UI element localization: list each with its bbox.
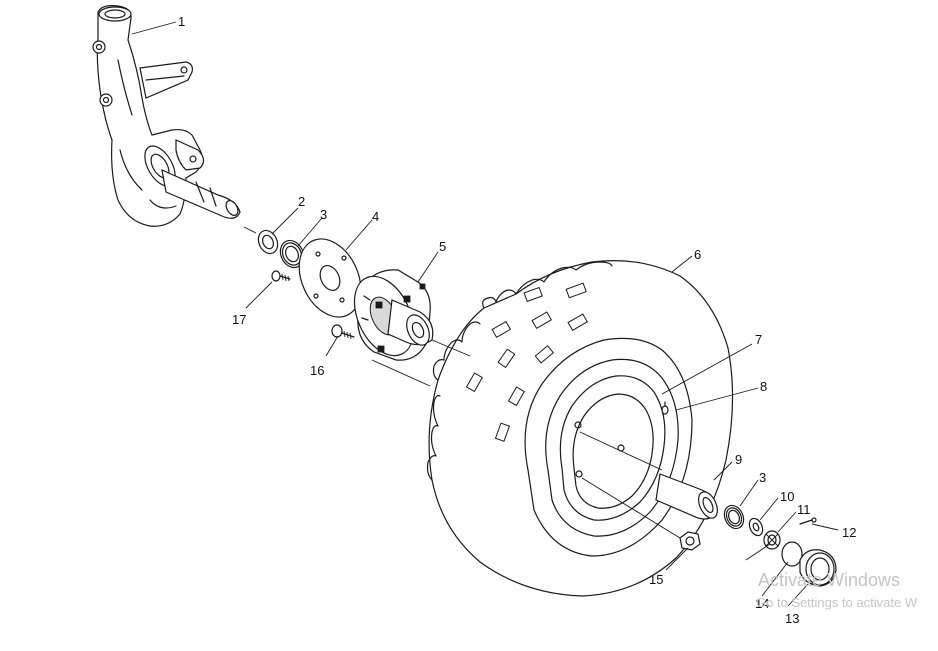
wheel-hub — [353, 269, 434, 361]
watermark-subtitle: Go to Settings to activate W — [756, 595, 918, 610]
callout-2: 2 — [298, 194, 305, 209]
callout-7: 7 — [755, 332, 762, 347]
callout-numbers: 1 2 3 4 5 6 7 8 9 3 10 11 12 13 14 15 16… — [178, 14, 856, 626]
o-ring — [781, 541, 803, 567]
callout-5: 5 — [439, 239, 446, 254]
callout-3-outer: 3 — [759, 470, 766, 485]
assembly-axis-lines — [243, 226, 681, 539]
callout-6: 6 — [694, 247, 701, 262]
callout-12: 12 — [842, 525, 856, 540]
lug-nut — [679, 531, 701, 551]
washer — [748, 517, 764, 537]
callout-10: 10 — [780, 489, 794, 504]
dust-cap — [799, 549, 837, 587]
callout-1: 1 — [178, 14, 185, 29]
wheel-rim — [545, 358, 679, 537]
brake-disc — [298, 238, 362, 318]
cotter-pin — [799, 517, 817, 525]
tire — [426, 260, 734, 597]
valve-stem — [661, 401, 669, 415]
callout-13: 13 — [785, 611, 799, 626]
callout-11: 11 — [797, 502, 811, 517]
callout-9: 9 — [735, 452, 742, 467]
grease-seal — [257, 229, 279, 255]
callout-16: 16 — [310, 363, 324, 378]
activation-watermark: Activate Windows Go to Settings to activ… — [756, 570, 918, 610]
callout-leaders — [131, 21, 839, 607]
disc-bolt — [271, 270, 291, 282]
callout-4: 4 — [372, 209, 379, 224]
steering-knuckle — [92, 5, 241, 227]
castle-nut — [763, 530, 781, 550]
outer-bearing — [723, 504, 745, 530]
inner-bearing — [279, 239, 305, 269]
watermark-title: Activate Windows — [758, 570, 900, 590]
callout-8: 8 — [760, 379, 767, 394]
callout-17: 17 — [232, 312, 246, 327]
callout-14: 14 — [755, 596, 769, 611]
callout-3-inner: 3 — [320, 207, 327, 222]
callout-15: 15 — [649, 572, 663, 587]
hub-bolt — [331, 324, 355, 340]
spacer-tube — [655, 473, 718, 520]
